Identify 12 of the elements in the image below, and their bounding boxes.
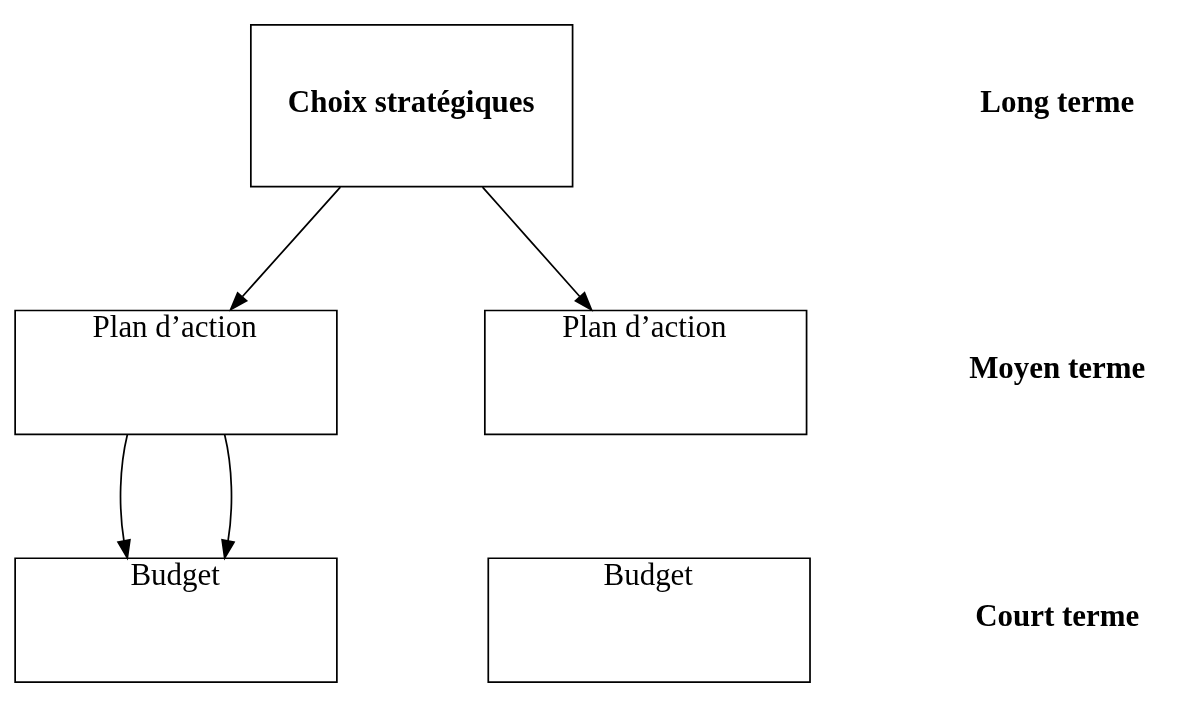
arrow xyxy=(481,186,594,312)
arrow xyxy=(221,433,236,561)
label: Court terme xyxy=(975,598,1140,634)
node-box: Budget xyxy=(14,557,338,683)
node-box: Budget xyxy=(487,557,811,683)
node-box: Choix stratégiques xyxy=(250,24,574,188)
label: Long terme xyxy=(980,83,1135,119)
label: Moyen terme xyxy=(969,350,1146,386)
node-box: Plan d’action xyxy=(14,309,338,436)
arrow xyxy=(228,186,342,312)
arrow xyxy=(116,433,131,561)
node-box: Plan d’action xyxy=(483,309,808,436)
